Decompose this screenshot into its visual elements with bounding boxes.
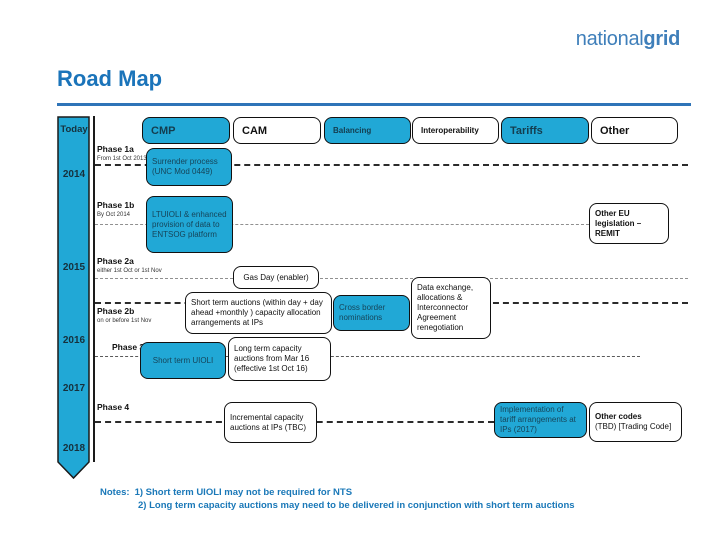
box-data-exchange: Data exchange, allocations & Interconnec… (411, 277, 491, 339)
nationalgrid-logo: nationalgrid (575, 28, 681, 51)
column-header-tariffs: Tariffs (501, 117, 589, 144)
phase-2a-subtitle: either 1st Oct or 1st Nov (97, 268, 162, 274)
column-header-interoperability: Interoperability (412, 117, 499, 144)
box-other-codes-title: Other codes (595, 412, 642, 421)
phase-2b-subtitle: on or before 1st Nov (97, 318, 152, 324)
box-cross-border-nominations: Cross border nominations (333, 295, 410, 331)
logo-text-normal: national (575, 28, 644, 50)
box-ltuioli-entsog: LTUIOLI & enhanced provision of data to … (146, 196, 233, 253)
phase-4-label: Phase 4 (97, 402, 130, 412)
box-gas-day: Gas Day (enabler) (233, 266, 319, 289)
phase-1a-label: Phase 1a (97, 144, 134, 154)
note-2: 2) Long term capacity auctions may need … (138, 500, 575, 512)
timeline-year-2014: 2014 (62, 169, 86, 180)
timeline-year-2018: 2018 (62, 443, 86, 454)
phase-3-dashline (95, 356, 640, 357)
logo-text-bold: grid (643, 28, 680, 50)
timeline-axis-line (93, 116, 95, 462)
timeline-arrow (57, 116, 90, 480)
phase-1b-subtitle: By Oct 2014 (97, 212, 131, 218)
box-short-term-uioli: Short term UIOLI (140, 342, 226, 379)
phase-1a-subtitle: From 1st Oct 2013 (97, 156, 147, 162)
notes: Notes: 1) Short term UIOLI may not be req… (100, 486, 575, 513)
timeline-year-2015: 2015 (62, 262, 86, 273)
timeline-year-2016: 2016 (62, 335, 86, 346)
phase-2a-label: Phase 2a (97, 256, 134, 266)
box-tariff-implementation: Implementation of tariff arrangements at… (494, 402, 587, 438)
title-divider (57, 103, 691, 106)
box-incremental-auctions: Incremental capacity auctions at IPs (TB… (224, 402, 317, 443)
timeline-year-2017: 2017 (62, 383, 86, 394)
phase-1a-dashline (95, 164, 688, 166)
phase-2b-label: Phase 2b (97, 306, 135, 316)
page-title: Road Map (57, 66, 163, 91)
phase-3-label: Phase 3 (112, 342, 145, 352)
box-other-eu-remit: Other EU legislation – REMIT (589, 203, 669, 244)
phase-1b-label: Phase 1b (97, 200, 135, 210)
box-other-codes: Other codes (TBD) [Trading Code] (589, 402, 682, 442)
phase-2a-dashline (95, 278, 688, 279)
box-long-term-auctions: Long term capacity auctions from Mar 16 … (228, 337, 331, 381)
column-header-cam: CAM (233, 117, 321, 144)
timeline-label-today: Today (60, 124, 88, 135)
notes-prefix: Notes: (100, 487, 130, 498)
column-header-other: Other (591, 117, 678, 144)
column-header-cmp: CMP (142, 117, 230, 144)
phase-1b-dashline (95, 224, 589, 225)
column-header-balancing: Balancing (324, 117, 411, 144)
box-short-term-auctions: Short term auctions (within day + day ah… (185, 292, 332, 334)
box-surrender-process: Surrender process (UNC Mod 0449) (146, 148, 232, 186)
note-1: 1) Short term UIOLI may not be required … (134, 487, 353, 498)
box-other-codes-text: (TBD) [Trading Code] (595, 422, 672, 431)
